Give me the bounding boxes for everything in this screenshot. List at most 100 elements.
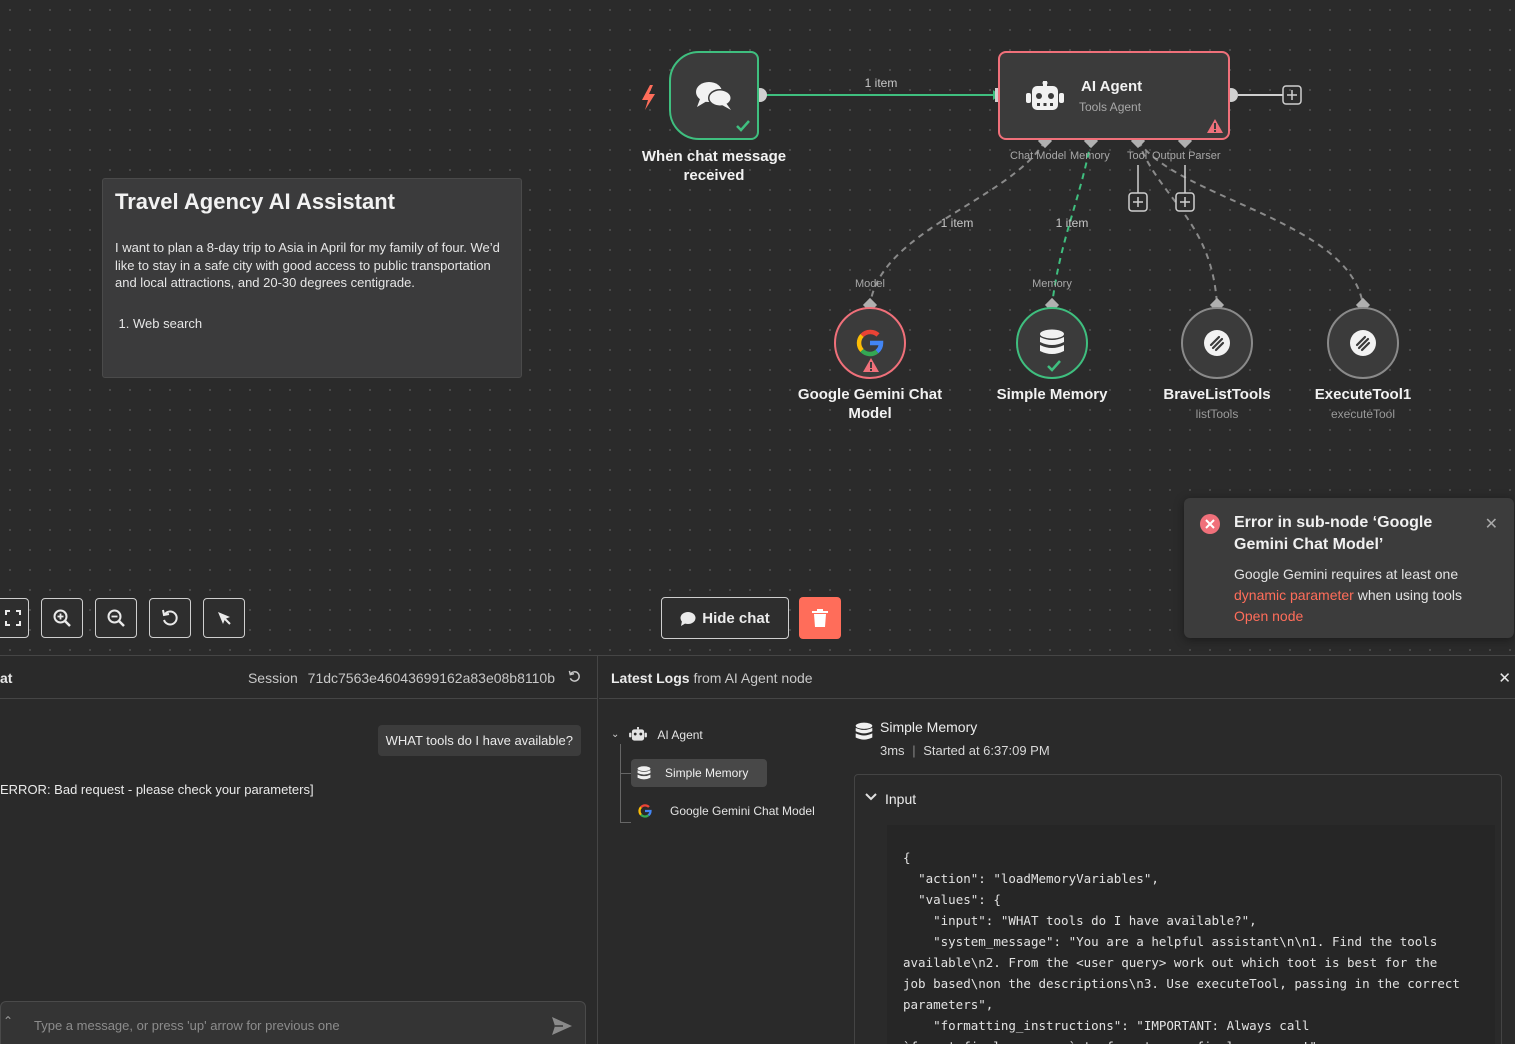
execute-tool-node[interactable] [1327, 307, 1399, 379]
tidy-up-icon [218, 612, 231, 625]
session-info: Session 71dc7563e46043699162a83e08b8110b [248, 670, 555, 686]
fit-view-button[interactable] [0, 598, 29, 638]
chevron-up-icon[interactable]: ⌃ [3, 1014, 14, 1028]
session-id: 71dc7563e46043699162a83e08b8110b [307, 670, 555, 686]
trigger-node-label: When chat message received [641, 148, 787, 184]
reset-zoom-icon [162, 609, 178, 626]
chevron-down-icon: ⌄ [611, 729, 620, 740]
tree-item-ai-agent[interactable]: ⌄ AI Agent [611, 727, 703, 742]
brave-list-tools-sub: listTools [1195, 407, 1239, 421]
detail-meta: 3ms | Started at 6:37:09 PM [880, 743, 1050, 758]
tree-child-label: Simple Memory [665, 766, 749, 780]
error-circle-icon [1200, 514, 1220, 534]
mcp-tool-icon [1204, 330, 1230, 356]
sticky-list: Web search [115, 316, 509, 331]
sub-port-label-memory: Memory [1032, 278, 1072, 290]
bottom-panel: at Session 71dc7563e46043699162a83e08b81… [0, 655, 1515, 1044]
toast-message: Google Gemini requires at least one dyna… [1234, 564, 1498, 627]
hide-chat-button[interactable]: Hide chat [661, 597, 789, 639]
zoom-out-button[interactable] [95, 598, 137, 638]
simple-memory-node[interactable] [1016, 307, 1088, 379]
warning-icon [863, 358, 879, 372]
send-icon[interactable] [551, 1016, 573, 1036]
toast-title: Error in sub-node ‘Google Gemini Chat Mo… [1234, 514, 1433, 553]
simple-memory-label: Simple Memory [996, 386, 1108, 403]
gemini-chat-model-node[interactable] [834, 307, 906, 379]
tree-root-label: AI Agent [657, 727, 703, 742]
bot-message: ERROR: Bad request - please check your p… [0, 782, 314, 797]
port-label-memory: Memory [1070, 150, 1110, 162]
dynamic-parameter-link[interactable]: dynamic parameter [1234, 587, 1354, 603]
sticky-note[interactable]: Travel Agency AI Assistant I want to pla… [102, 178, 522, 378]
user-message: WHAT tools do I have available? [377, 725, 581, 756]
logs-title-bold: Latest Logs [611, 670, 690, 686]
google-g-icon [856, 329, 884, 357]
sub-port-label-model: Model [855, 278, 885, 290]
zoom-in-icon [53, 609, 71, 627]
sticky-title: Travel Agency AI Assistant [115, 189, 395, 214]
refresh-session-icon[interactable] [568, 670, 581, 683]
ai-agent-node[interactable]: AI Agent Tools Agent [998, 51, 1230, 140]
mcp-tool-icon [1350, 330, 1376, 356]
success-check-icon [736, 120, 750, 132]
chat-bubble-icon [680, 611, 696, 626]
brave-list-tools-node[interactable] [1181, 307, 1253, 379]
chat-input[interactable]: ⌃ Type a message, or press 'up' arrow fo… [0, 1001, 586, 1044]
hide-chat-label: Hide chat [702, 609, 770, 627]
toast-text-after: when using tools [1357, 587, 1463, 603]
chat-bubbles-icon [696, 81, 732, 110]
detail-duration: 3ms [880, 743, 905, 758]
sticky-list-item: Web search [133, 316, 509, 331]
port-label-output-parser: Output Parser [1152, 150, 1221, 162]
model-connection-label: 1 item [940, 216, 974, 230]
tree-item-simple-memory[interactable]: Simple Memory [631, 759, 767, 787]
toast-close-icon[interactable]: ✕ [1484, 516, 1498, 533]
execute-tool-label: ExecuteTool1 [1314, 386, 1412, 403]
chat-title: at [0, 670, 13, 686]
database-icon [1040, 329, 1064, 354]
chat-header: at Session 71dc7563e46043699162a83e08b81… [0, 656, 597, 699]
memory-connection-label: 1 item [1055, 216, 1089, 230]
database-icon [637, 765, 651, 779]
robot-icon [629, 727, 648, 741]
workflow-canvas[interactable]: 1 item 1 item 1 item Travel Agency AI As… [0, 0, 1515, 655]
reset-zoom-button[interactable] [149, 598, 191, 638]
agent-subtitle: Tools Agent [1079, 100, 1142, 114]
chevron-down-icon[interactable] [865, 790, 877, 804]
chat-trigger-node[interactable] [669, 51, 759, 140]
tidy-up-button[interactable] [203, 598, 245, 638]
logs-header: Latest Logs from AI Agent node ✕ [599, 656, 1515, 699]
robot-icon [1026, 81, 1064, 110]
open-node-link[interactable]: Open node [1234, 608, 1304, 624]
agent-title: AI Agent [1081, 78, 1143, 95]
trigger-lightning-icon [642, 85, 655, 110]
tree-child-label: Google Gemini Chat Model [670, 804, 815, 818]
google-g-icon [638, 804, 652, 818]
input-section-label[interactable]: Input [885, 791, 917, 807]
session-label: Session [247, 670, 298, 686]
zoom-in-button[interactable] [41, 598, 83, 638]
tree-connector [620, 822, 631, 823]
execute-tool-sub: executeTool [1330, 407, 1396, 421]
add-next-node-button[interactable] [1282, 85, 1302, 105]
toast-text-before: Google Gemini requires at least one [1234, 566, 1459, 582]
close-logs-icon[interactable]: ✕ [1498, 670, 1511, 687]
brave-list-tools-label: BraveListTools [1163, 386, 1271, 403]
json-viewer: { "action": "loadMemoryVariables", "valu… [887, 825, 1495, 1044]
fit-view-icon [5, 610, 21, 626]
logs-title-rest: from AI Agent node [693, 670, 813, 686]
detail-title: Simple Memory [880, 719, 978, 735]
input-section: Input { "action": "loadMemoryVariables",… [854, 774, 1502, 1044]
trash-icon [812, 609, 828, 627]
zoom-out-icon [107, 609, 125, 627]
clear-execution-button[interactable] [799, 597, 841, 639]
warning-icon [1207, 119, 1223, 133]
detail-started: Started at 6:37:09 PM [923, 743, 1050, 758]
error-toast: ✕ Error in sub-node ‘Google Gemini Chat … [1184, 498, 1514, 638]
tree-connector [620, 773, 631, 774]
port-label-tool: Tool [1127, 150, 1148, 162]
gemini-node-label: Google Gemini Chat Model [797, 386, 943, 422]
port-label-chat-model: Chat Model [1010, 150, 1067, 162]
database-icon [855, 722, 873, 740]
tree-item-gemini[interactable]: Google Gemini Chat Model [638, 804, 815, 818]
